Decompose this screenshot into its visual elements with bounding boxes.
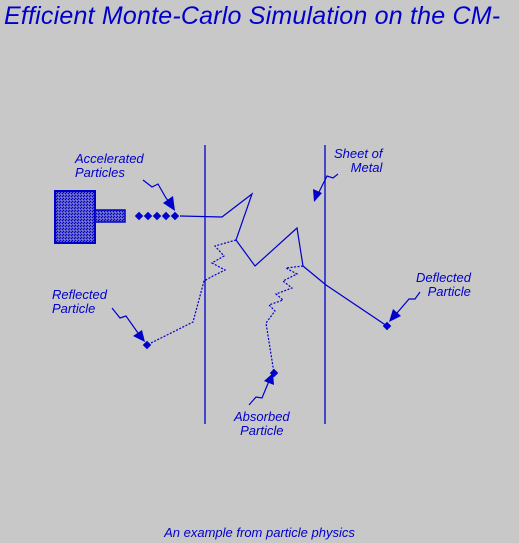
accelerated-callout-line bbox=[142, 179, 171, 204]
reflected-particle-dot bbox=[142, 340, 152, 350]
arrow-icon bbox=[389, 309, 401, 322]
arrow-icon bbox=[313, 189, 322, 202]
particle-dot-icon bbox=[143, 211, 153, 221]
absorbed-callout-line bbox=[248, 380, 270, 406]
sheet-of-metal-label: Sheet of Metal bbox=[334, 146, 383, 175]
deflected-particle-label: Deflected Particle bbox=[416, 270, 471, 299]
particle-source-icon bbox=[54, 190, 126, 244]
incoming-path bbox=[179, 192, 388, 327]
arrow-icon bbox=[133, 330, 145, 342]
arrow-icon bbox=[264, 373, 274, 385]
reflected-callout-line bbox=[111, 307, 139, 334]
particle-dot-icon bbox=[170, 211, 180, 221]
particle-dot-icon bbox=[152, 211, 162, 221]
sheet-callout-line bbox=[317, 173, 339, 195]
accelerated-particles bbox=[134, 211, 180, 221]
slide-title: Efficient Monte-Carlo Simulation on the … bbox=[4, 2, 501, 30]
deflected-callout-line bbox=[396, 291, 421, 314]
particle-dot-icon bbox=[134, 211, 144, 221]
absorbed-path bbox=[265, 265, 304, 374]
reflected-particle-label: Reflected Particle bbox=[52, 287, 107, 316]
particle-dot-icon bbox=[161, 211, 171, 221]
diagram-caption: An example from particle physics bbox=[164, 525, 355, 540]
deflected-particle-dot bbox=[382, 321, 392, 331]
accelerated-particles-label: Accelerated Particles bbox=[75, 151, 144, 180]
reflected-path bbox=[146, 239, 237, 346]
arrow-icon bbox=[163, 196, 175, 211]
absorbed-particle-label: Absorbed Particle bbox=[234, 409, 290, 438]
